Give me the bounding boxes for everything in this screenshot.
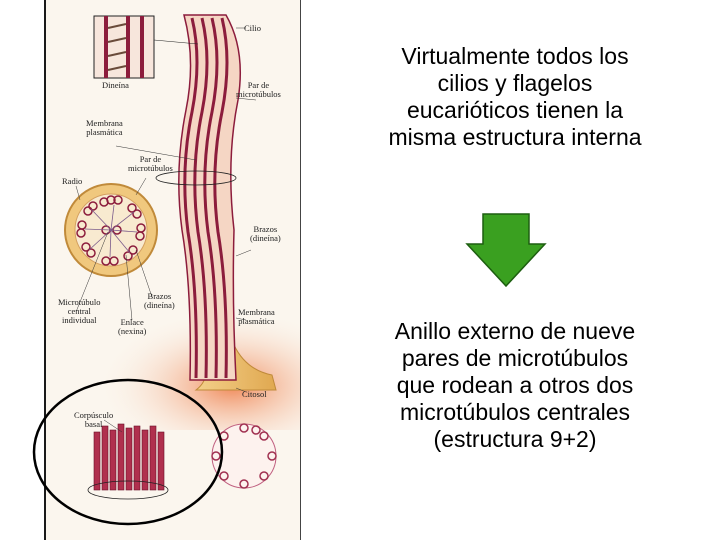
cilium-structure-figure: Cilio Dineína Par de microtúbulos Membra… [44, 0, 301, 540]
label-radio: Radio [62, 176, 83, 186]
label-par-microtubulos-mid: Par de microtúbulos [128, 154, 173, 173]
inset-leader [153, 39, 199, 45]
label-microtubulo-central: Microtúbulo central individual [58, 297, 101, 325]
cross-section-spokes [84, 204, 138, 258]
label-brazos-right: Brazos (dineína) [250, 224, 281, 243]
inset-dynein-arms [107, 23, 127, 71]
label-membrana-top: Membrana plasmática [86, 118, 123, 137]
label-membrana-bottom: Membrana plasmática [238, 307, 275, 326]
shaft-section-ring [155, 170, 237, 186]
inset-tubules [104, 16, 144, 78]
cilium-illustration [64, 14, 300, 500]
cross-section-doublets [76, 195, 146, 266]
label-brazos-left: Brazos (dineína) [144, 291, 175, 310]
green-down-arrow-icon [465, 213, 547, 288]
label-dineina: Dineína [102, 80, 129, 90]
label-citosol: Citosol [242, 389, 267, 399]
conclusion-text: Anillo externo de nueve pares de microtú… [394, 318, 636, 452]
statement-text: Virtualmente todos los cilios y flagelos… [388, 43, 642, 150]
microtubule-lines [183, 17, 229, 379]
basal-body-tubes [93, 423, 165, 491]
label-par-microtubulos-top: Par de microtúbulos [236, 80, 281, 99]
label-enlace: Enlace (nexina) [118, 317, 147, 336]
label-cilio: Cilio [244, 23, 262, 33]
label-corpusculo: Corpúsculo basal [74, 410, 114, 429]
